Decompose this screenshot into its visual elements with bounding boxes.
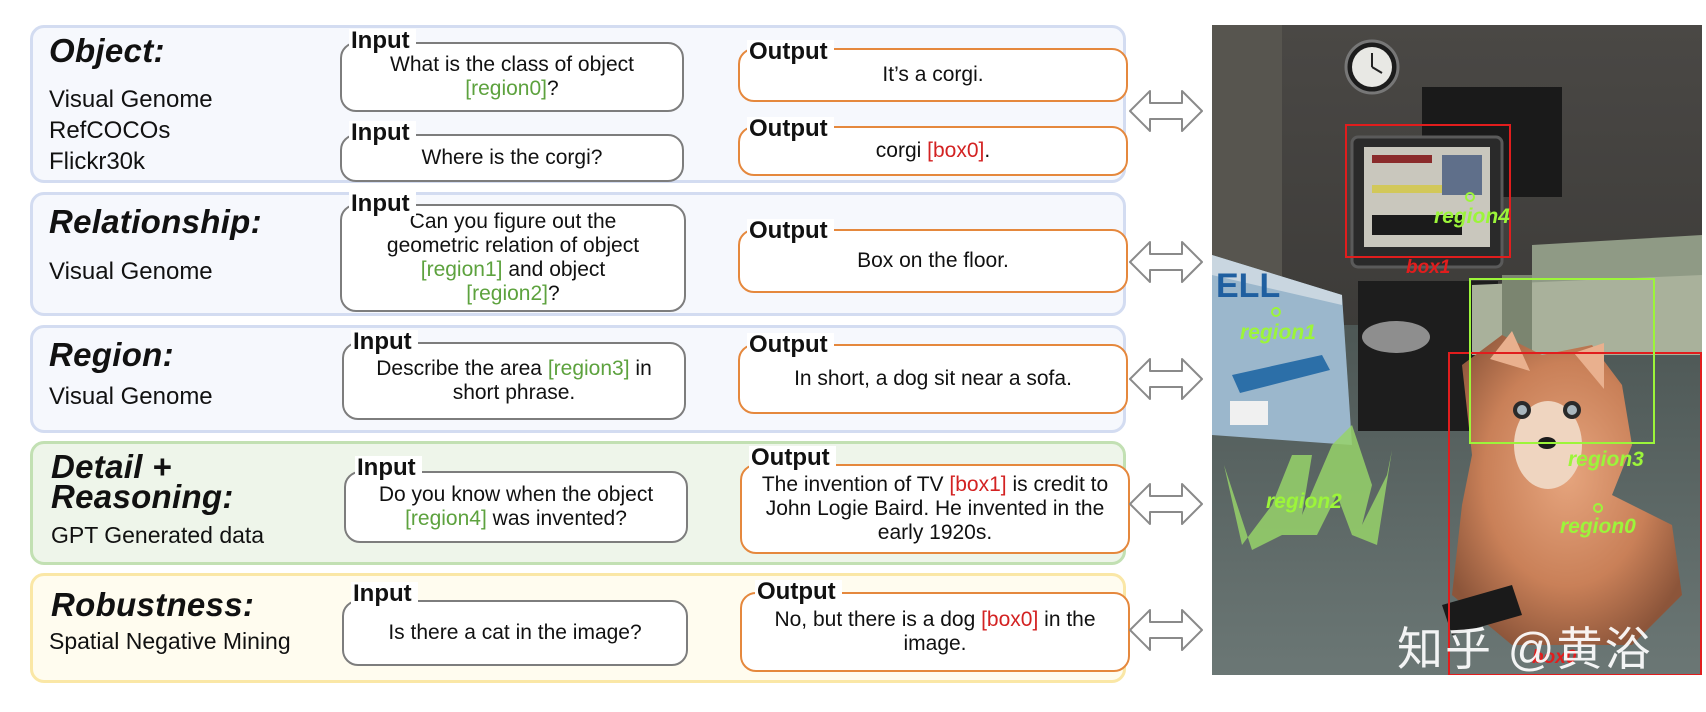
output-text: Box on the floor. <box>857 249 1009 273</box>
scene-photo: ELL region4 box1 region1 region3 region2… <box>1212 25 1702 675</box>
input-text: Describe the area [region3] in short phr… <box>356 357 672 405</box>
output-box: No, but there is a dog [box0] in the ima… <box>740 592 1130 672</box>
text-segment: It’s a corgi. <box>882 63 984 86</box>
output-box: It’s a corgi. <box>738 48 1128 102</box>
double-arrow-icon <box>1129 609 1203 651</box>
region-ref: [region0] <box>465 77 548 100</box>
output-label: Output <box>747 333 834 357</box>
text-segment: ? <box>548 282 560 305</box>
row-title: Detail + Reasoning: <box>51 448 234 515</box>
text-segment: and object <box>502 258 606 281</box>
box0-label: box0 <box>1532 647 1577 668</box>
text-segment: No, but there is a dog <box>774 608 982 631</box>
input-label: Input <box>349 121 416 145</box>
input-box: Describe the area [region3] in short phr… <box>342 342 686 420</box>
text-segment: Do you know when the object <box>378 483 654 506</box>
double-arrow-icon <box>1129 358 1203 400</box>
input-box: Where is the corgi? <box>340 134 684 182</box>
panel-object: Object: Visual Genome RefCOCOs Flickr30k… <box>30 25 1128 183</box>
text-segment: Where is the corgi? <box>421 146 603 169</box>
box-brand-text: ELL <box>1216 267 1280 305</box>
row-subtitle: Flickr30k <box>49 148 146 175</box>
double-arrow-icon <box>1129 483 1203 525</box>
region3-label: region3 <box>1568 448 1644 471</box>
output-text: The invention of TV [box1] is credit to … <box>754 473 1116 545</box>
input-text: Can you figure out the geometric relatio… <box>382 210 644 306</box>
text-segment: ? <box>547 77 559 100</box>
output-label: Output <box>749 446 836 470</box>
input-box: Do you know when the object [region4] wa… <box>344 471 688 543</box>
row-subtitle: RefCOCOs <box>49 117 171 144</box>
text-segment: Is there a cat in the image? <box>388 621 642 644</box>
box-ref: [box1] <box>949 473 1007 496</box>
input-text: What is the class of object [region0]? <box>354 53 670 101</box>
text-segment: was invented? <box>486 507 627 530</box>
output-box: The invention of TV [box1] is credit to … <box>740 464 1130 554</box>
input-text: Where is the corgi? <box>422 146 603 170</box>
text-segment: is credit to John Logie Baird. He invent… <box>765 473 1109 544</box>
box-ref: [box0] <box>981 608 1039 631</box>
region2-label: region2 <box>1266 490 1342 513</box>
text-segment: Box on the floor. <box>857 249 1009 272</box>
double-arrow-icon <box>1129 90 1203 132</box>
panel-region: Region: Visual Genome Describe the area … <box>30 325 1128 433</box>
panel-robustness: Robustness: Spatial Negative Mining Is t… <box>30 573 1130 683</box>
text-segment: corgi <box>875 139 928 162</box>
row-title: Region: <box>49 336 174 373</box>
box-ref: [box0] <box>927 139 985 162</box>
panel-detail-reasoning: Detail + Reasoning: GPT Generated data D… <box>30 441 1130 565</box>
input-label: Input <box>351 582 418 606</box>
region-ref: [region3] <box>547 357 630 380</box>
text-segment: in the image. <box>903 608 1096 655</box>
output-label: Output <box>747 40 834 64</box>
text-segment: Can you figure out the geometric relatio… <box>386 210 640 257</box>
input-box: Can you figure out the geometric relatio… <box>340 204 686 312</box>
double-arrow-icon <box>1129 241 1203 283</box>
watermark: 知乎 @黄浴 <box>1397 623 1653 675</box>
input-text: Is there a cat in the image? <box>388 621 641 645</box>
output-label: Output <box>755 580 842 604</box>
text-segment: In short, a dog sit near a sofa. <box>794 367 1072 390</box>
row-subtitle: GPT Generated data <box>51 522 265 548</box>
panel-relationship: Relationship: Visual Genome Can you figu… <box>30 192 1128 316</box>
output-text: It’s a corgi. <box>882 63 983 87</box>
input-label: Input <box>351 330 418 354</box>
row-subtitle: Visual Genome <box>49 258 213 285</box>
input-text: Do you know when the object [region4] wa… <box>358 483 674 531</box>
text-segment: What is the class of object <box>390 53 634 76</box>
output-text: In short, a dog sit near a sofa. <box>794 367 1072 391</box>
region-ref: [region1] <box>420 258 503 281</box>
region0-label: region0 <box>1560 515 1636 538</box>
region-ref: [region4] <box>405 507 487 530</box>
text-segment: . <box>984 139 991 162</box>
text-segment: in short phrase. <box>452 357 652 404</box>
box1-label: box1 <box>1406 257 1451 278</box>
region-ref: [region2] <box>466 282 549 305</box>
row-title: Object: <box>49 32 165 69</box>
input-label: Input <box>349 29 416 53</box>
region1-label: region1 <box>1240 321 1316 344</box>
input-box: Is there a cat in the image? <box>342 600 688 666</box>
text-segment: The invention of TV <box>761 473 950 496</box>
region4-label: region4 <box>1434 205 1510 228</box>
scene-illustration: ELL <box>1212 25 1702 675</box>
output-text: corgi [box0]. <box>876 139 990 163</box>
row-title: Robustness: <box>51 586 255 623</box>
output-label: Output <box>747 219 834 243</box>
text-segment: Describe the area <box>376 357 548 380</box>
output-text: No, but there is a dog [box0] in the ima… <box>754 608 1116 656</box>
input-box: What is the class of object [region0]? <box>340 42 684 112</box>
output-label: Output <box>747 117 834 141</box>
row-subtitle: Visual Genome <box>49 383 213 410</box>
input-label: Input <box>349 192 416 216</box>
input-label: Input <box>355 456 422 480</box>
row-subtitle: Visual Genome <box>49 86 213 113</box>
row-title: Relationship: <box>49 203 262 240</box>
row-subtitle: Spatial Negative Mining <box>49 628 291 654</box>
